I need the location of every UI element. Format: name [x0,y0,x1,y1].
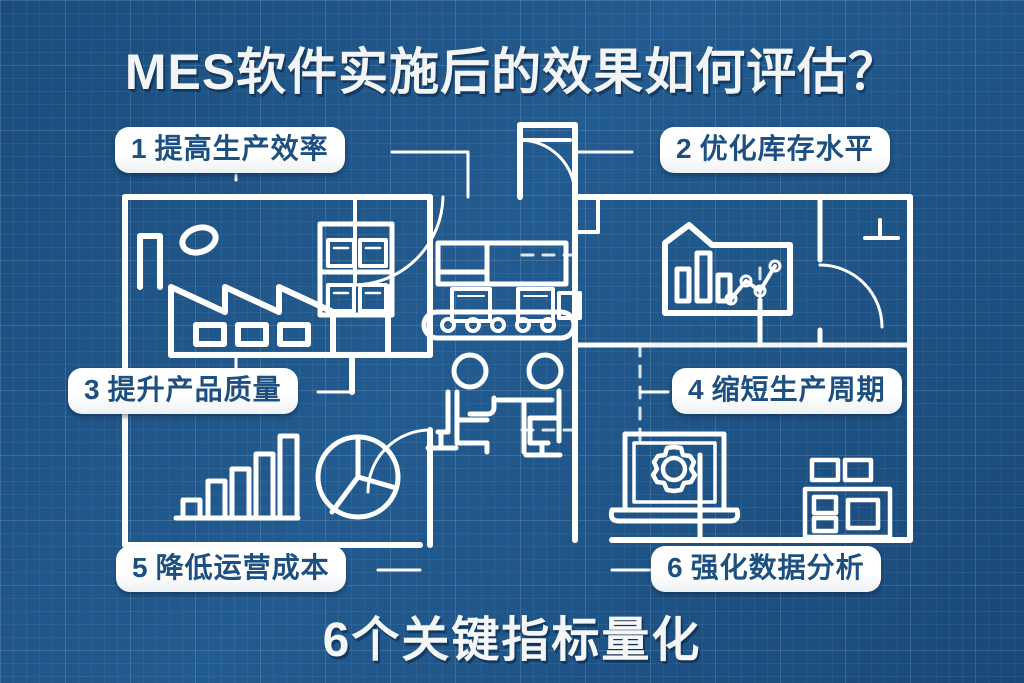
item-label-1: 提高生产效率 [154,133,329,164]
item-number-3: 3 [84,374,101,405]
warehouse-rack-icon [317,221,395,318]
pie-chart-icon [315,434,401,520]
inner-walls [572,194,913,543]
gear-icon [650,444,698,494]
wall-outline [122,122,913,548]
item-label-6: 强化数据分析 [690,552,865,583]
factory-icon [137,224,393,358]
laptop-gear-icon [608,431,741,524]
item-number-6: 6 [667,552,684,583]
page-footer: 6个关键指标量化 [322,614,702,667]
door-swing-arcs [353,138,884,494]
item-label-2: 优化库存水平 [699,133,874,164]
item-label-3: 提升产品质量 [107,374,282,405]
bar-and-line-chart-icon [662,222,793,316]
panel-blocks-icon [802,457,893,540]
growth-bar-chart-icon [173,433,301,521]
item-number-1: 1 [131,133,148,164]
item-label-4: 缩短生产周期 [711,374,886,405]
item-number-4: 4 [688,374,705,405]
chart-bars [674,250,733,304]
page-title: MES软件实施后的效果如何评估？ [124,44,900,100]
conveyor-belt-icon [421,240,582,341]
meeting-people-icon [425,352,564,458]
chart-line [724,259,782,306]
plan-detail-marks [573,195,912,240]
leader-lines [234,150,670,572]
item-number-2: 2 [676,133,693,164]
item-number-5: 5 [132,552,149,583]
item-label-5: 降低运营成本 [155,552,330,583]
